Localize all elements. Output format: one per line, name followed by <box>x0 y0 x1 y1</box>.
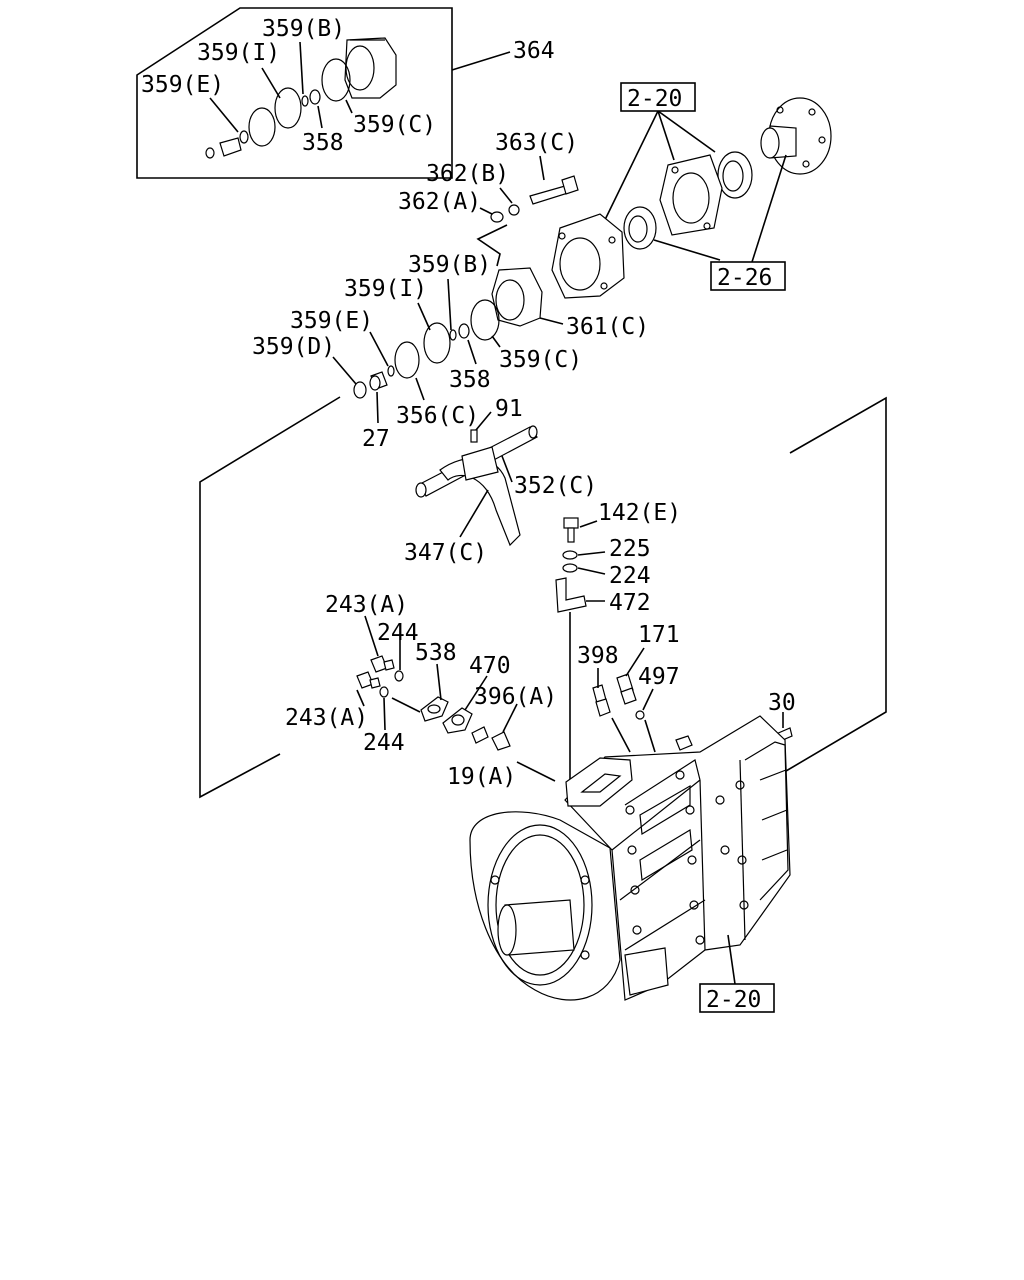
label-470: 470 <box>469 653 511 679</box>
switch-171 <box>616 673 637 705</box>
ring-359e-mid <box>387 365 395 377</box>
label-171: 171 <box>638 622 680 648</box>
inset-oring-359c <box>321 58 351 102</box>
bearing-cover <box>659 154 723 236</box>
shift-fork-assembly: 91 352(C) 347(C) <box>404 396 597 566</box>
middle-parts: 359(B) 359(I) 359(E) 359(D) 361(C) 359(C… <box>252 252 649 452</box>
inset-plate <box>248 107 276 147</box>
label-243a-bot: 243(A) <box>285 705 368 731</box>
label-356c: 356(C) <box>396 403 479 429</box>
switch-398 <box>592 684 611 717</box>
ring-359d-mid <box>353 381 367 399</box>
washer-225 <box>562 550 578 560</box>
label-2-20-bottom: 2-20 <box>706 987 761 1013</box>
inset-housing-part <box>344 37 397 99</box>
label-224: 224 <box>609 563 651 589</box>
oring-359c-mid <box>470 299 500 341</box>
label-243a-top: 243(A) <box>325 592 408 618</box>
washer-244-top <box>394 670 404 682</box>
inset-washer-359b <box>301 95 309 107</box>
bolt-363c <box>529 185 569 205</box>
label-244-bot: 244 <box>363 730 405 756</box>
oring-359i-mid <box>423 322 451 364</box>
washer-244-bot <box>379 686 389 698</box>
label-359i-mid: 359(I) <box>344 276 427 302</box>
transmission-case <box>469 715 791 1001</box>
ref-2-20-bottom-group: 2-20 <box>699 934 775 1013</box>
housing-middle <box>491 267 543 327</box>
label-244-top: 244 <box>377 620 419 646</box>
cover-470 <box>442 707 473 734</box>
label-472: 472 <box>609 590 651 616</box>
label-27: 27 <box>362 426 390 452</box>
label-364: 364 <box>513 38 555 64</box>
ball-396a <box>491 731 511 751</box>
detent-parts: 243(A) 244 538 470 396(A) 243(A) 244 19(… <box>285 592 557 790</box>
label-19a: 19(A) <box>447 764 516 790</box>
output-assembly: 2-20 <box>551 82 832 299</box>
bolt-group: 363(C) 362(B) 362(A) <box>398 130 579 267</box>
label-497: 497 <box>638 664 680 690</box>
switch-parts: 171 398 497 30 <box>577 622 796 753</box>
ref-box-2-20-top <box>620 82 696 112</box>
kit-364-inset: 359(B) 359(I) 359(E) 358 359(C) 364 <box>136 7 555 179</box>
bracket-472 <box>555 577 587 613</box>
inset-oring-359i <box>274 87 302 129</box>
label-142e: 142(E) <box>598 500 681 526</box>
label-362a: 362(A) <box>398 189 481 215</box>
label-362b: 362(B) <box>426 161 509 187</box>
bearing-right <box>717 151 753 199</box>
label-347c: 347(C) <box>404 540 487 566</box>
bolt-142e <box>563 517 579 543</box>
label-396a: 396(A) <box>474 684 557 710</box>
group-bracket-lines <box>199 396 887 799</box>
plug-27 <box>369 371 388 391</box>
label-358-top: 358 <box>302 130 344 156</box>
label-359b-top: 359(B) <box>262 16 345 42</box>
inset-nut-358 <box>309 89 321 105</box>
label-359d-mid: 359(D) <box>252 334 335 360</box>
nut-358-mid <box>458 323 470 339</box>
label-358-mid: 358 <box>449 367 491 393</box>
plate-356c <box>394 341 420 379</box>
gasket-538 <box>420 696 449 722</box>
label-359e-top: 359(E) <box>141 72 224 98</box>
label-359c-top: 359(C) <box>353 112 436 138</box>
label-359c-mid: 359(C) <box>499 347 582 373</box>
label-538: 538 <box>415 640 457 666</box>
ref-box-2-26 <box>710 261 786 291</box>
label-30: 30 <box>768 690 796 716</box>
washer-362a <box>490 211 504 223</box>
label-359i-top: 359(I) <box>197 40 280 66</box>
label-363c: 363(C) <box>495 130 578 156</box>
spring-19a <box>471 726 489 744</box>
label-2-20-top: 2-20 <box>627 86 682 112</box>
label-2-26: 2-26 <box>717 265 772 291</box>
label-91: 91 <box>495 396 523 422</box>
label-352c: 352(C) <box>514 473 597 499</box>
inset-plug-part <box>205 130 249 159</box>
label-359e-mid: 359(E) <box>290 308 373 334</box>
label-398: 398 <box>577 643 619 669</box>
housing-361c <box>551 213 625 299</box>
washer-224 <box>562 563 578 573</box>
ball-497 <box>635 710 645 720</box>
ref-box-2-20-bottom <box>699 983 775 1013</box>
label-359b-mid: 359(B) <box>408 252 491 278</box>
bracket-parts: 142(E) 225 224 472 <box>555 500 681 782</box>
label-225: 225 <box>609 536 651 562</box>
label-361c: 361(C) <box>566 314 649 340</box>
output-flange <box>760 97 832 175</box>
bearing-left <box>623 206 657 250</box>
pin-91 <box>470 429 478 443</box>
washer-359b-mid <box>449 329 457 341</box>
washer-362b <box>508 204 520 216</box>
